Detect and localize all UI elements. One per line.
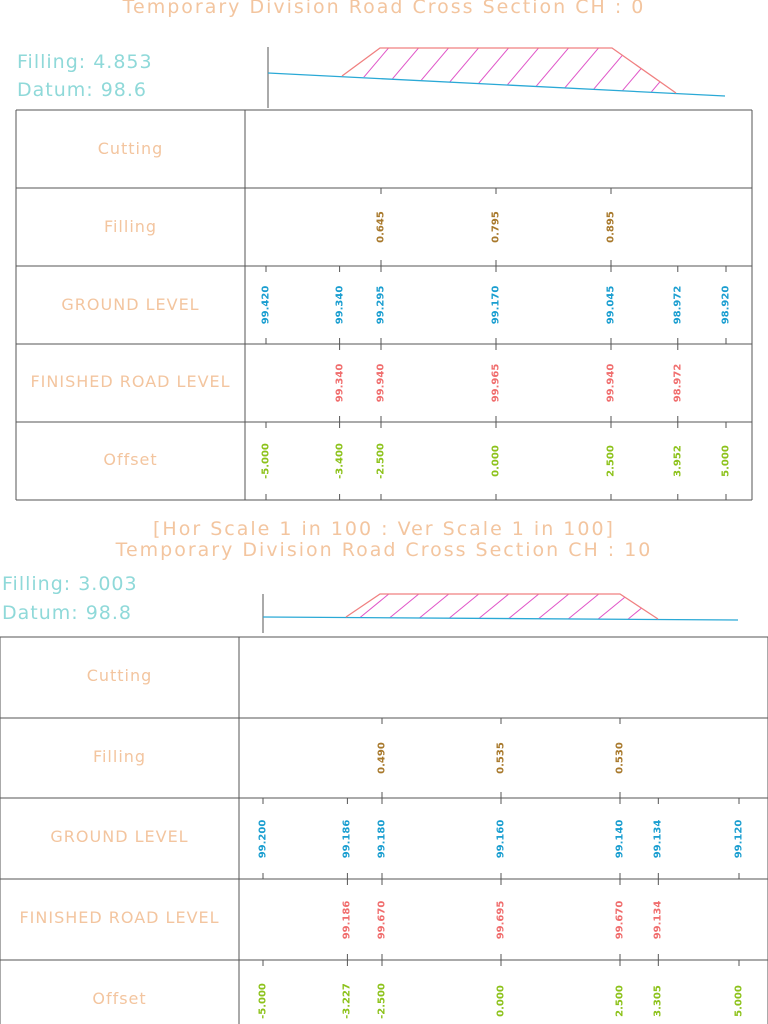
section-1-row-label-ground-level: GROUND LEVEL [61, 295, 200, 314]
section-2-fill-hatch [286, 584, 731, 629]
section-1-offset_text-value: 3.952 [672, 445, 684, 477]
section-1-row-label-filling: Filling [103, 217, 158, 236]
section-2-row-label-filling: Filling [92, 747, 147, 766]
section-1-offset_text-value: -3.400 [334, 443, 346, 479]
section-2-ground-value: 99.120 [733, 819, 745, 858]
section-2-offset_text-value: 3.305 [652, 984, 664, 1017]
section-2-ground-value: 99.180 [376, 819, 388, 858]
section-2-filling-value: 0.490 [376, 742, 388, 774]
section-1-finished-value: 99.940 [605, 363, 617, 403]
section-2-hatch-line [555, 594, 612, 619]
section-1-row-label-finished-road-level: FINISHED ROAD LEVEL [30, 372, 231, 391]
section-2-hatch-line [435, 594, 492, 619]
section-2-ground-value: 99.140 [614, 819, 626, 858]
section-1-row-label-cutting: Cutting [97, 139, 164, 158]
section-2-offset_text-value: 2.500 [614, 984, 626, 1017]
section-2-ground-value: 99.160 [495, 819, 507, 858]
section-1-ground-line [267, 72, 726, 97]
section-1-offset_text-value: -2.500 [375, 443, 387, 479]
scale-label: [Hor Scale 1 in 100 : Ver Scale 1 in 100… [153, 518, 615, 540]
section-2-offset_text-value: 5.000 [733, 984, 745, 1017]
section-2-hatch-line [286, 584, 341, 629]
section-2-filling-value: 0.535 [495, 742, 507, 774]
section-1-filling-value: 0.895 [605, 211, 617, 243]
section-2-finished-value: 99.134 [652, 900, 664, 939]
section-2-road-profile [345, 593, 659, 620]
section-1-finished-value: 98.972 [672, 363, 684, 403]
section-2-finished-value: 99.186 [341, 900, 353, 939]
section-2-hatch-line [676, 584, 731, 629]
section-1-ground-value: 99.420 [260, 285, 272, 325]
section-2-finished-value: 99.670 [614, 900, 626, 939]
section-2-datum: Datum: 98.8 [2, 602, 133, 624]
section-2-offset_text-value: 0.000 [495, 984, 507, 1017]
section-1-hatch-line [282, 38, 337, 103]
section-2-finished-value: 99.670 [376, 900, 388, 939]
section-1-ground-value: 98.972 [672, 285, 684, 325]
section-1-filling-value: 0.795 [490, 211, 502, 243]
section-1-datum: Datum: 98.6 [17, 79, 148, 101]
section-2-ground-value: 99.186 [341, 819, 353, 858]
section-2-offset_text-value: -5.000 [257, 982, 269, 1019]
section-2-filling-value: 0.530 [614, 742, 626, 774]
section-2-row-label-offset: Offset [92, 989, 147, 1008]
section-1-ground-value: 99.170 [490, 285, 502, 325]
section-2-hatch-line [405, 594, 462, 619]
section-2-hatch-line [346, 594, 402, 619]
section-1-finished-value: 99.940 [375, 363, 387, 403]
section-2-hatch-line [585, 594, 642, 619]
section-1-offset_text-value: -5.000 [260, 443, 272, 479]
section-2-row-label-ground-level: GROUND LEVEL [50, 827, 189, 846]
section-1-offset_text-value: 5.000 [720, 445, 732, 477]
section-1-road-profile [341, 47, 677, 94]
section-1-row-label-offset: Offset [103, 450, 158, 469]
section-2-row-label-finished-road-level: FINISHED ROAD LEVEL [19, 908, 220, 927]
section-1-offset_text-value: 0.000 [490, 445, 502, 477]
section-2-ground-line [262, 616, 739, 621]
section-2-filling-total: Filling: 3.003 [2, 573, 138, 595]
section-1-finished-value: 99.965 [490, 363, 502, 403]
section-2-hatch-line [465, 594, 522, 619]
section-1-title: Temporary Division Road Cross Section CH… [122, 0, 646, 18]
section-2-hatch-line [346, 594, 372, 619]
section-2-ground-value: 99.134 [652, 819, 664, 858]
section-1-ground-value: 98.920 [720, 285, 732, 325]
section-2-hatch-line [615, 594, 658, 619]
section-1-ground-value: 99.045 [605, 285, 617, 325]
section-2-finished-value: 99.695 [495, 900, 507, 939]
section-2-ground-value: 99.200 [257, 819, 269, 858]
section-2-hatch-line [645, 594, 658, 619]
section-1-filling-value: 0.645 [375, 211, 387, 243]
section-1-ground-value: 99.295 [375, 285, 387, 325]
section-2-hatch-line [375, 594, 432, 619]
section-1-offset_text-value: 2.500 [605, 445, 617, 477]
section-2-offset_text-value: -2.500 [376, 982, 388, 1019]
section-1-ground-value: 99.340 [334, 285, 346, 325]
section-1-hatch-line [342, 48, 368, 93]
section-2-hatch-line [495, 594, 552, 619]
section-2-title: Temporary Division Road Cross Section CH… [115, 539, 653, 561]
section-1-filling-total: Filling: 4.853 [17, 51, 153, 73]
section-1-finished-value: 99.340 [334, 363, 346, 403]
section-2-hatch-line [525, 594, 582, 619]
section-2-offset_text-value: -3.227 [341, 982, 353, 1019]
section-2-row-label-cutting: Cutting [86, 666, 153, 685]
